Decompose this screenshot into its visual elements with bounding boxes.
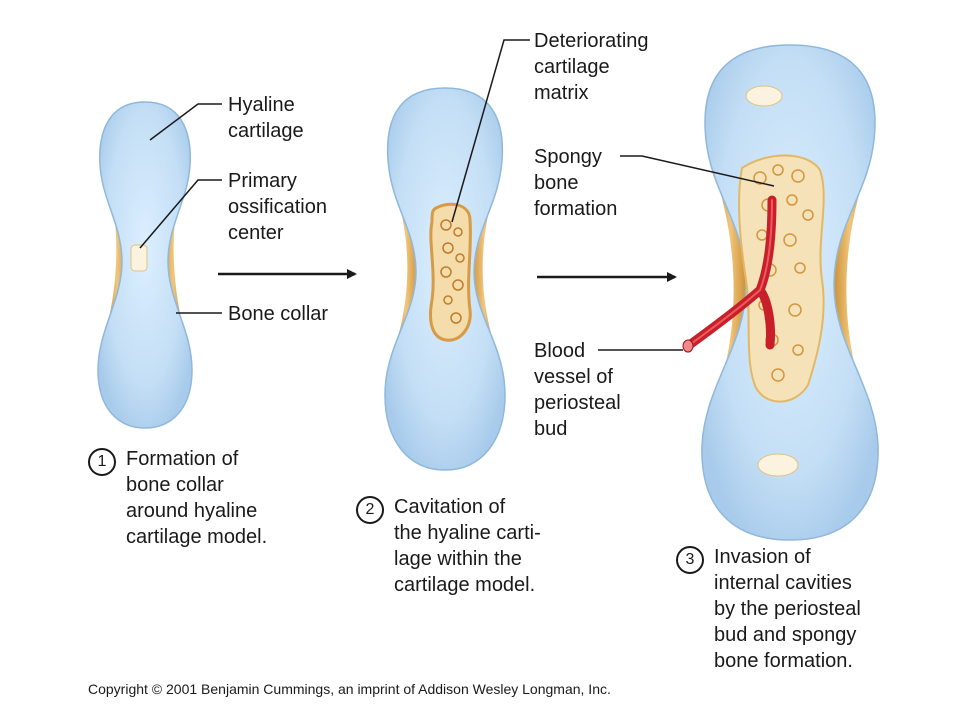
label-line: Bone collar [228, 303, 329, 325]
step-number-badge: 2 [356, 496, 384, 524]
leader-lines [139, 39, 775, 351]
spongy-bone-trabeculae [753, 164, 814, 382]
label-line: matrix [534, 82, 589, 104]
label-line: ossification [228, 196, 327, 218]
bone-model-1 [97, 101, 193, 429]
blood-vessel-end [682, 339, 694, 353]
label-bone-collar: Bone collar [228, 301, 328, 327]
step-line: the hyaline carti- [394, 522, 541, 544]
step-line: by the periosteal [714, 598, 861, 620]
step-text: Cavitation of the hyaline carti- lage wi… [394, 494, 541, 598]
label-line: center [228, 222, 284, 244]
step-line: internal cavities [714, 572, 852, 594]
label-deteriorating-cartilage-matrix: Deteriorating cartilage matrix [534, 28, 649, 106]
label-line: cartilage [534, 56, 610, 78]
label-spongy-bone-formation: Spongy bone formation [534, 144, 617, 222]
label-blood-vessel: Blood vessel of periosteal bud [534, 338, 621, 442]
primary-ossification-center [130, 244, 148, 272]
label-primary-ossification-center: Primary ossification center [228, 168, 327, 246]
step-line: bone formation. [714, 650, 853, 672]
step-line: Invasion of [714, 546, 811, 568]
step-text: Invasion of internal cavities by the per… [714, 544, 861, 674]
bone-model-2 [384, 87, 506, 471]
leader-hyaline [149, 103, 222, 141]
cartilage-lacunae-2 [440, 219, 465, 324]
label-line: cartilage [228, 120, 304, 142]
leader-spongy [620, 155, 775, 187]
step-line: bud and spongy [714, 624, 857, 646]
label-line: formation [534, 198, 618, 220]
label-line: bud [534, 418, 568, 440]
label-line: vessel of [534, 366, 613, 388]
step-line: cartilage model. [394, 574, 536, 596]
spongy-bone-region [738, 154, 825, 403]
step-line: Formation of [126, 448, 239, 470]
label-line: Primary [228, 170, 297, 192]
step-line: bone collar [126, 474, 224, 496]
label-line: Hyaline [228, 94, 295, 116]
leader-deteriorating [451, 39, 530, 223]
label-line: Spongy [534, 146, 602, 168]
bone-model-3 [682, 44, 879, 541]
label-line: Deteriorating [534, 30, 649, 52]
leader-ossification [139, 179, 222, 249]
secondary-center-bottom [757, 453, 799, 477]
step-line: Cavitation of [394, 496, 506, 518]
step-number-badge: 1 [88, 448, 116, 476]
copyright-notice: Copyright © 2001 Benjamin Cummings, an i… [88, 681, 611, 697]
label-line: bone [534, 172, 579, 194]
label-hyaline-cartilage: Hyaline cartilage [228, 92, 304, 144]
label-line: periosteal [534, 392, 621, 414]
secondary-center-top [745, 85, 783, 107]
label-line: Blood [534, 340, 586, 362]
step-line: around hyaline [126, 500, 258, 522]
blood-vessel-highlight [687, 199, 773, 347]
step-number-badge: 3 [676, 546, 704, 574]
step-line: lage within the [394, 548, 522, 570]
step-text: Formation of bone collar around hyaline … [126, 446, 267, 550]
step-line: cartilage model. [126, 526, 268, 548]
